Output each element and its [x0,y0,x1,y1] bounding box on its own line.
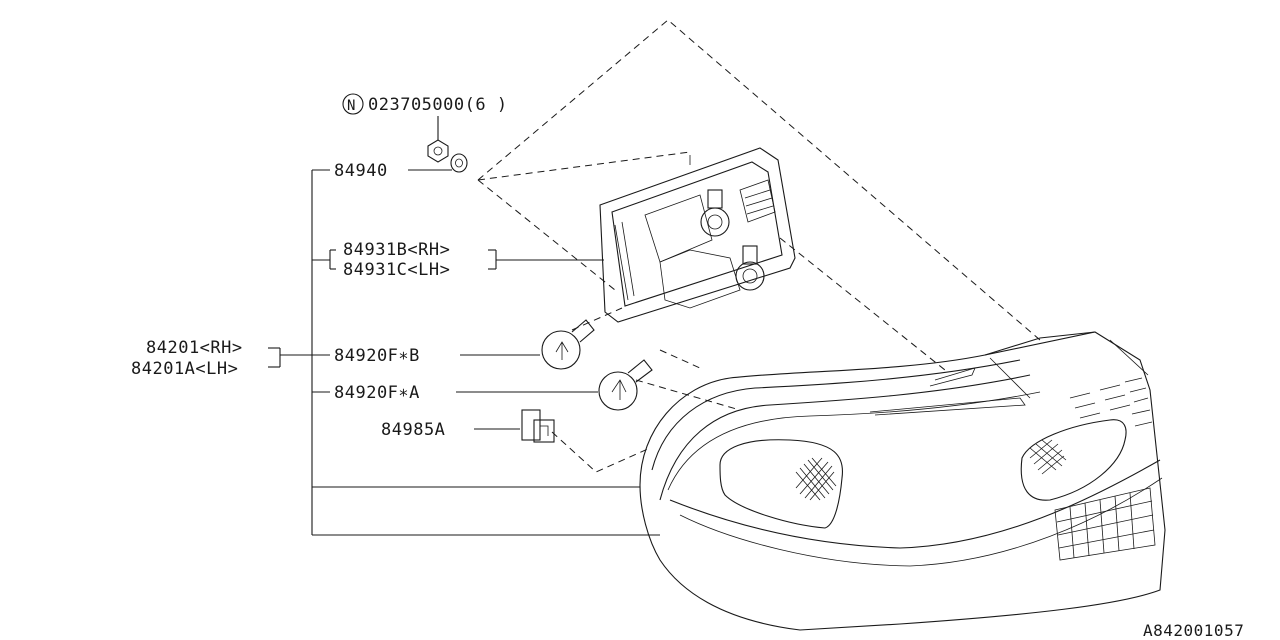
label-nut-part: 023705000(6 ) [368,95,508,115]
label-84920f-b: 84920F∗B [334,346,420,366]
label-84201a: 84201A<LH> [131,359,238,379]
nut-washer [427,139,468,173]
label-84931b: 84931B<RH> [343,240,450,260]
callout-labels: N 023705000(6 ) 84940 84931B<RH> 84931C<… [131,93,1244,640]
lens-grid-left [795,457,837,501]
tail-lamp-assembly [639,331,1166,631]
label-84985a: 84985A [381,420,445,440]
bulb-b [541,319,595,370]
diagram-id: A842001057 [1143,621,1244,640]
label-84201: 84201<RH> [146,338,243,358]
bulb-socket-housing [599,147,796,323]
label-84940: 84940 [334,161,388,181]
lens-grid-right [1029,439,1067,475]
nut-symbol: N [347,98,356,114]
leader-lines [268,116,660,536]
assembly-dashed-lines [477,19,1041,473]
label-84931c: 84931C<LH> [343,260,450,280]
connector-84985a [521,409,555,443]
reflector-hatch [1069,377,1153,427]
nut-symbol-circle [342,93,364,115]
lower-lens-grid [1054,487,1156,561]
label-84920f-a: 84920F∗A [334,383,420,403]
bulb-a [598,359,653,411]
